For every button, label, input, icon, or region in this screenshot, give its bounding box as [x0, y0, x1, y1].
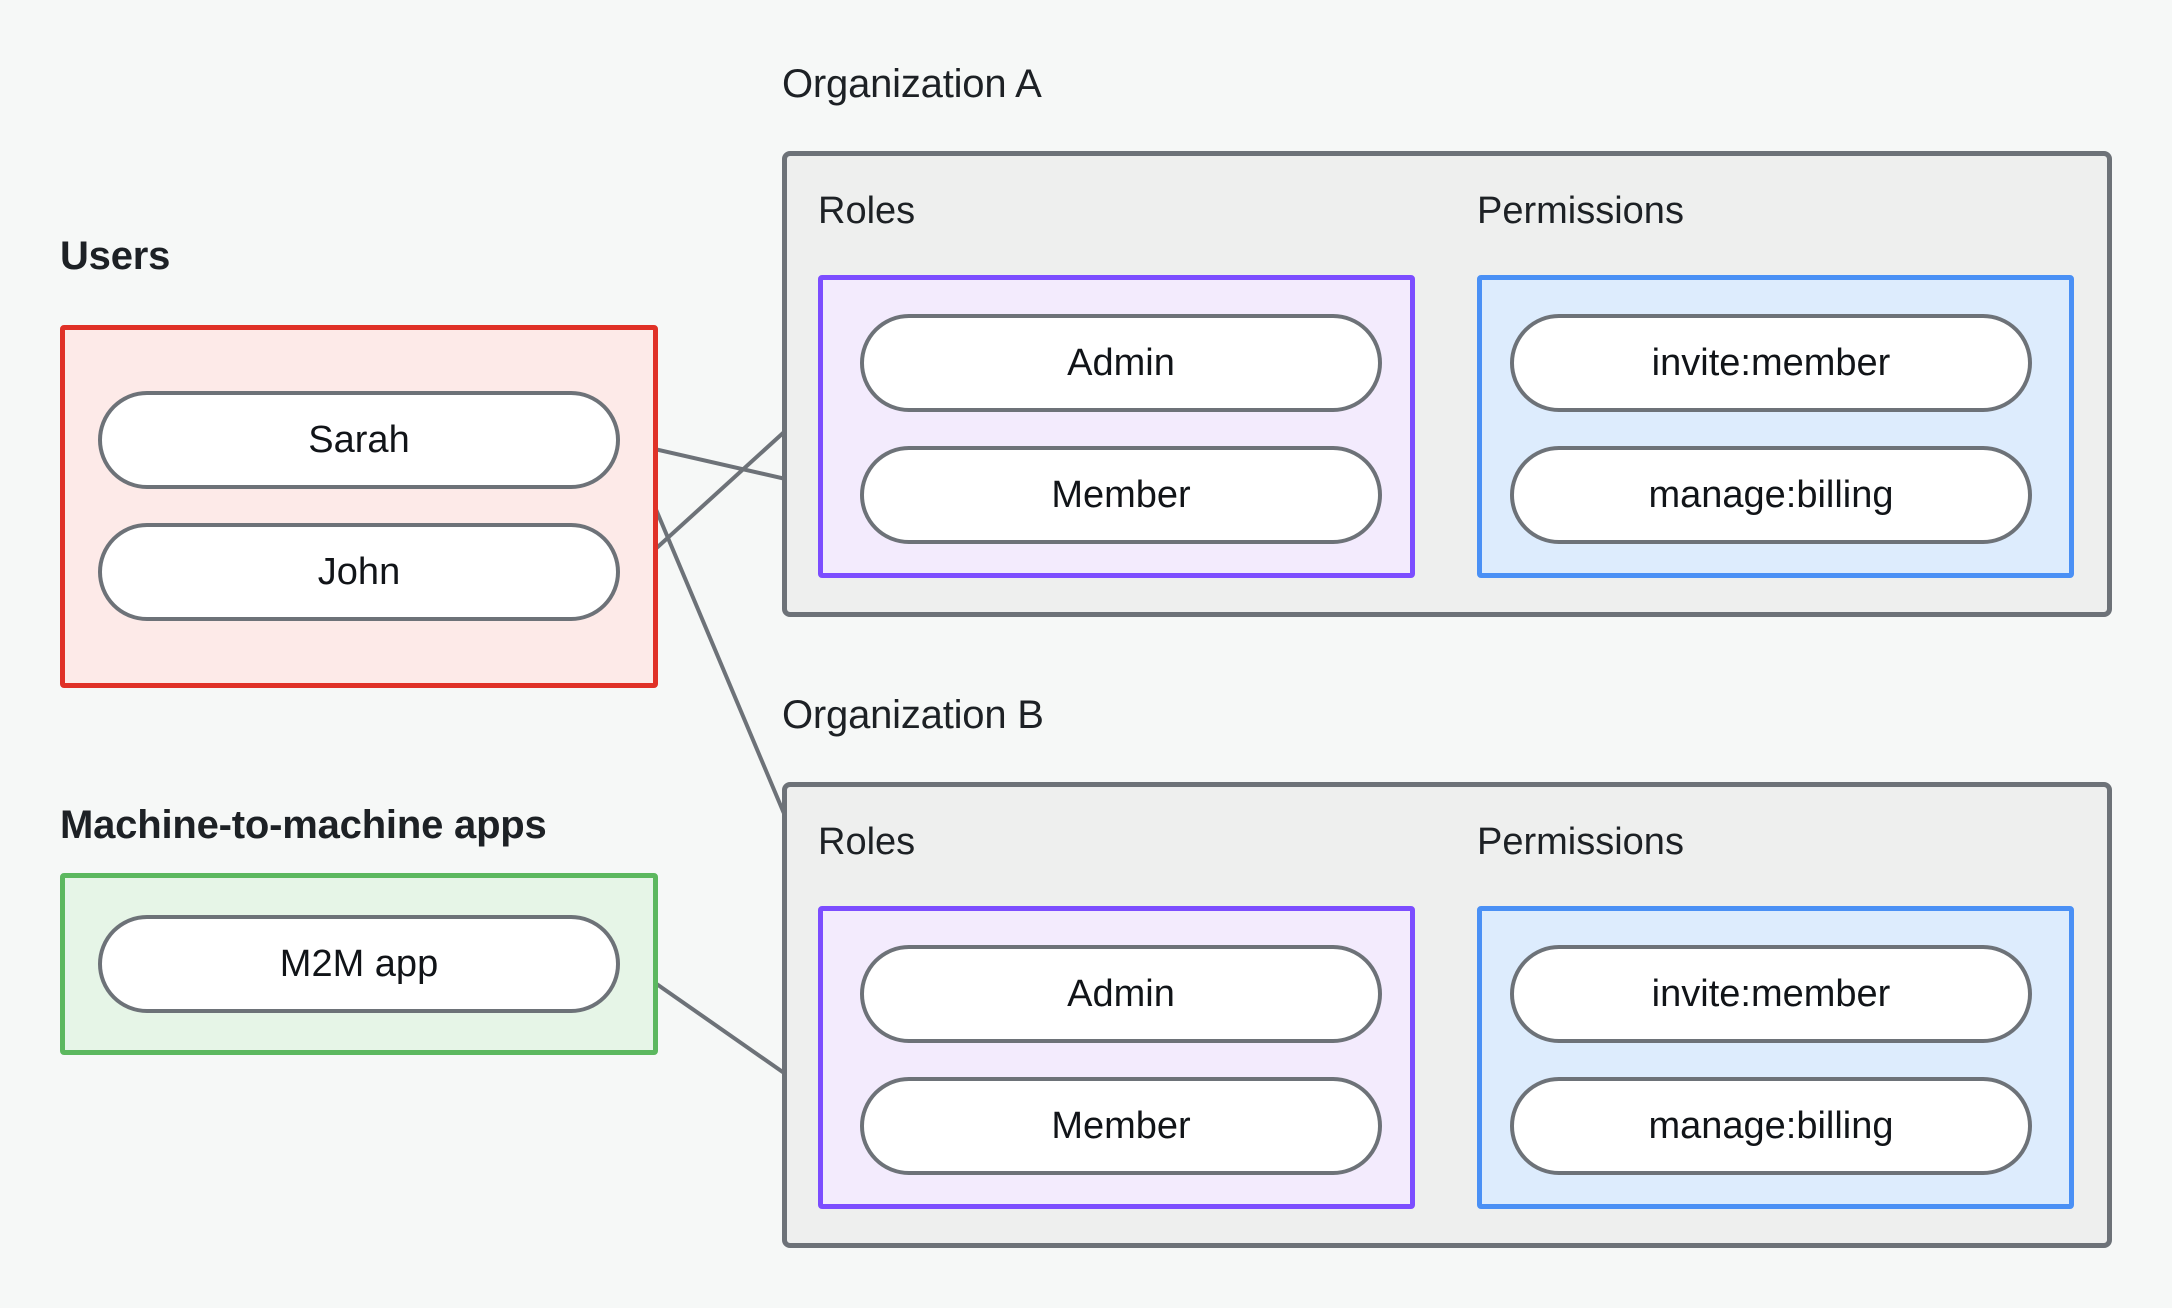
node-orgA-role-admin[interactable]: Admin	[860, 314, 1382, 412]
node-orgA-permission-manage-billing[interactable]: manage:billing	[1510, 446, 2032, 544]
users-group-label: Users	[60, 234, 171, 278]
organization-b-label: Organization B	[782, 693, 1044, 737]
node-orgB-role-admin[interactable]: Admin	[860, 945, 1382, 1043]
node-orgB-role-member[interactable]: Member	[860, 1077, 1382, 1175]
m2m-group-label: Machine-to-machine apps	[60, 803, 547, 847]
node-orgA-permission-invite-member[interactable]: invite:member	[1510, 314, 2032, 412]
node-user-john[interactable]: John	[98, 523, 620, 621]
organization-b-roles-label: Roles	[818, 821, 916, 863]
node-orgA-role-member[interactable]: Member	[860, 446, 1382, 544]
organization-a-roles-label: Roles	[818, 190, 916, 232]
organization-a-label: Organization A	[782, 62, 1042, 106]
node-orgB-permission-invite-member[interactable]: invite:member	[1510, 945, 2032, 1043]
node-orgB-permission-manage-billing[interactable]: manage:billing	[1510, 1077, 2032, 1175]
organization-a-permissions-label: Permissions	[1477, 190, 1684, 232]
users-group-box	[60, 325, 658, 688]
organization-b-permissions-label: Permissions	[1477, 821, 1684, 863]
node-user-sarah[interactable]: Sarah	[98, 391, 620, 489]
node-m2m-app[interactable]: M2M app	[98, 915, 620, 1013]
